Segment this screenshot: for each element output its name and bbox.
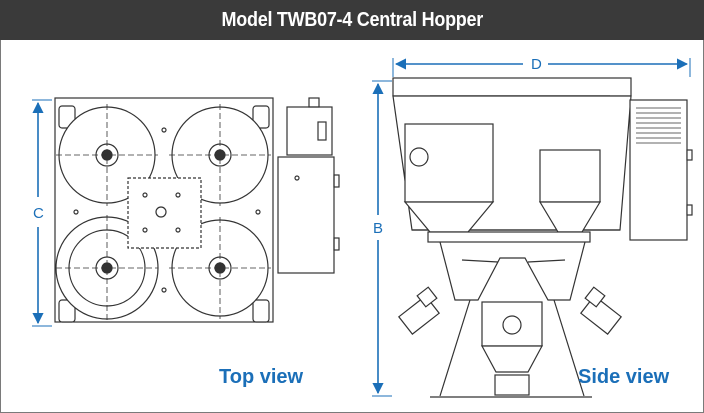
bin-right xyxy=(539,149,601,203)
base-stand xyxy=(439,299,585,397)
dimension-d: D xyxy=(392,56,691,77)
corner-foot xyxy=(252,105,270,129)
corner-foot xyxy=(252,299,270,323)
technical-drawing: C xyxy=(32,56,693,398)
dimension-c: C xyxy=(32,99,52,327)
side-control-cabinet xyxy=(629,99,688,241)
mounting-plate xyxy=(427,231,591,243)
support-legs xyxy=(439,241,586,301)
motor-right xyxy=(579,286,623,335)
side-view-label: Side view xyxy=(578,366,670,388)
dimension-d-label: D xyxy=(531,56,542,73)
dimension-c-label: C xyxy=(33,205,44,222)
dimension-b: B xyxy=(372,80,392,397)
top-view-label: Top view xyxy=(219,366,304,388)
dimension-b-label: B xyxy=(373,220,383,237)
motor-left xyxy=(397,286,441,335)
side-view-drawing xyxy=(392,77,693,398)
hopper-frame-top xyxy=(392,77,632,97)
control-cabinet-top xyxy=(286,106,333,156)
center-plate xyxy=(127,177,202,249)
top-view-drawing xyxy=(54,97,340,323)
title-bar: Model TWB07-4 Central Hopper xyxy=(0,0,704,40)
center-hole xyxy=(155,206,167,218)
control-cabinet-body xyxy=(277,156,335,274)
page-title: Model TWB07-4 Central Hopper xyxy=(221,9,483,31)
